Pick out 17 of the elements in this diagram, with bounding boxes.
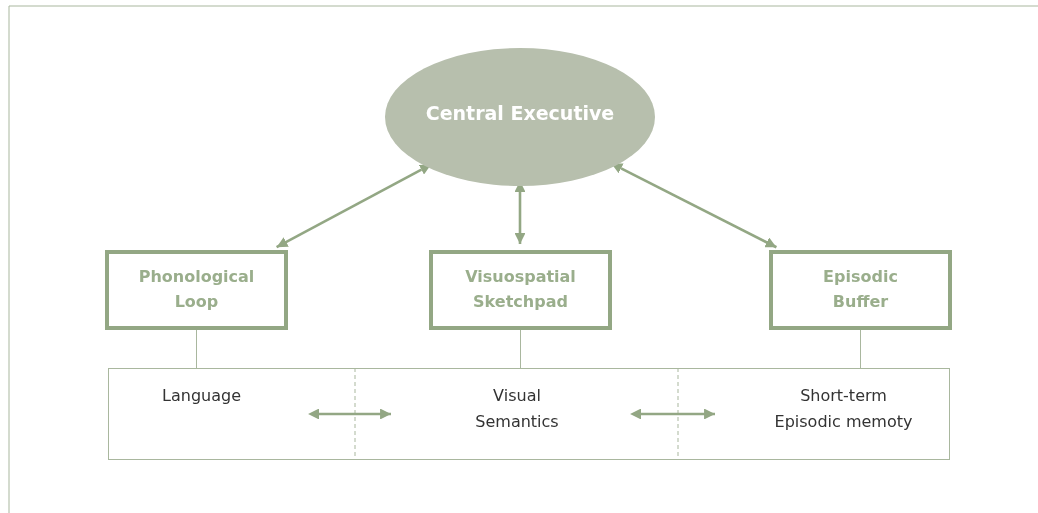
function-label: Short-term Episodic memoty bbox=[773, 385, 914, 433]
module-box bbox=[429, 250, 612, 330]
function-label: Visual Semantics bbox=[474, 385, 560, 433]
module-label: Episodic Buffer bbox=[822, 266, 899, 313]
module-box bbox=[769, 250, 952, 330]
double-arrow bbox=[611, 163, 777, 249]
function-label: Language bbox=[162, 385, 241, 407]
executive-label: Central Executive bbox=[425, 102, 615, 124]
function-panel bbox=[108, 368, 950, 460]
double-arrow bbox=[308, 408, 391, 420]
connector-line bbox=[860, 329, 861, 369]
connector-line bbox=[520, 329, 521, 369]
connector-line bbox=[196, 329, 197, 369]
double-arrow bbox=[630, 408, 715, 420]
module-label: Phonological Loop bbox=[137, 266, 256, 313]
module-box bbox=[105, 250, 288, 330]
module-label: Visuospatial Sketchpad bbox=[464, 266, 577, 313]
